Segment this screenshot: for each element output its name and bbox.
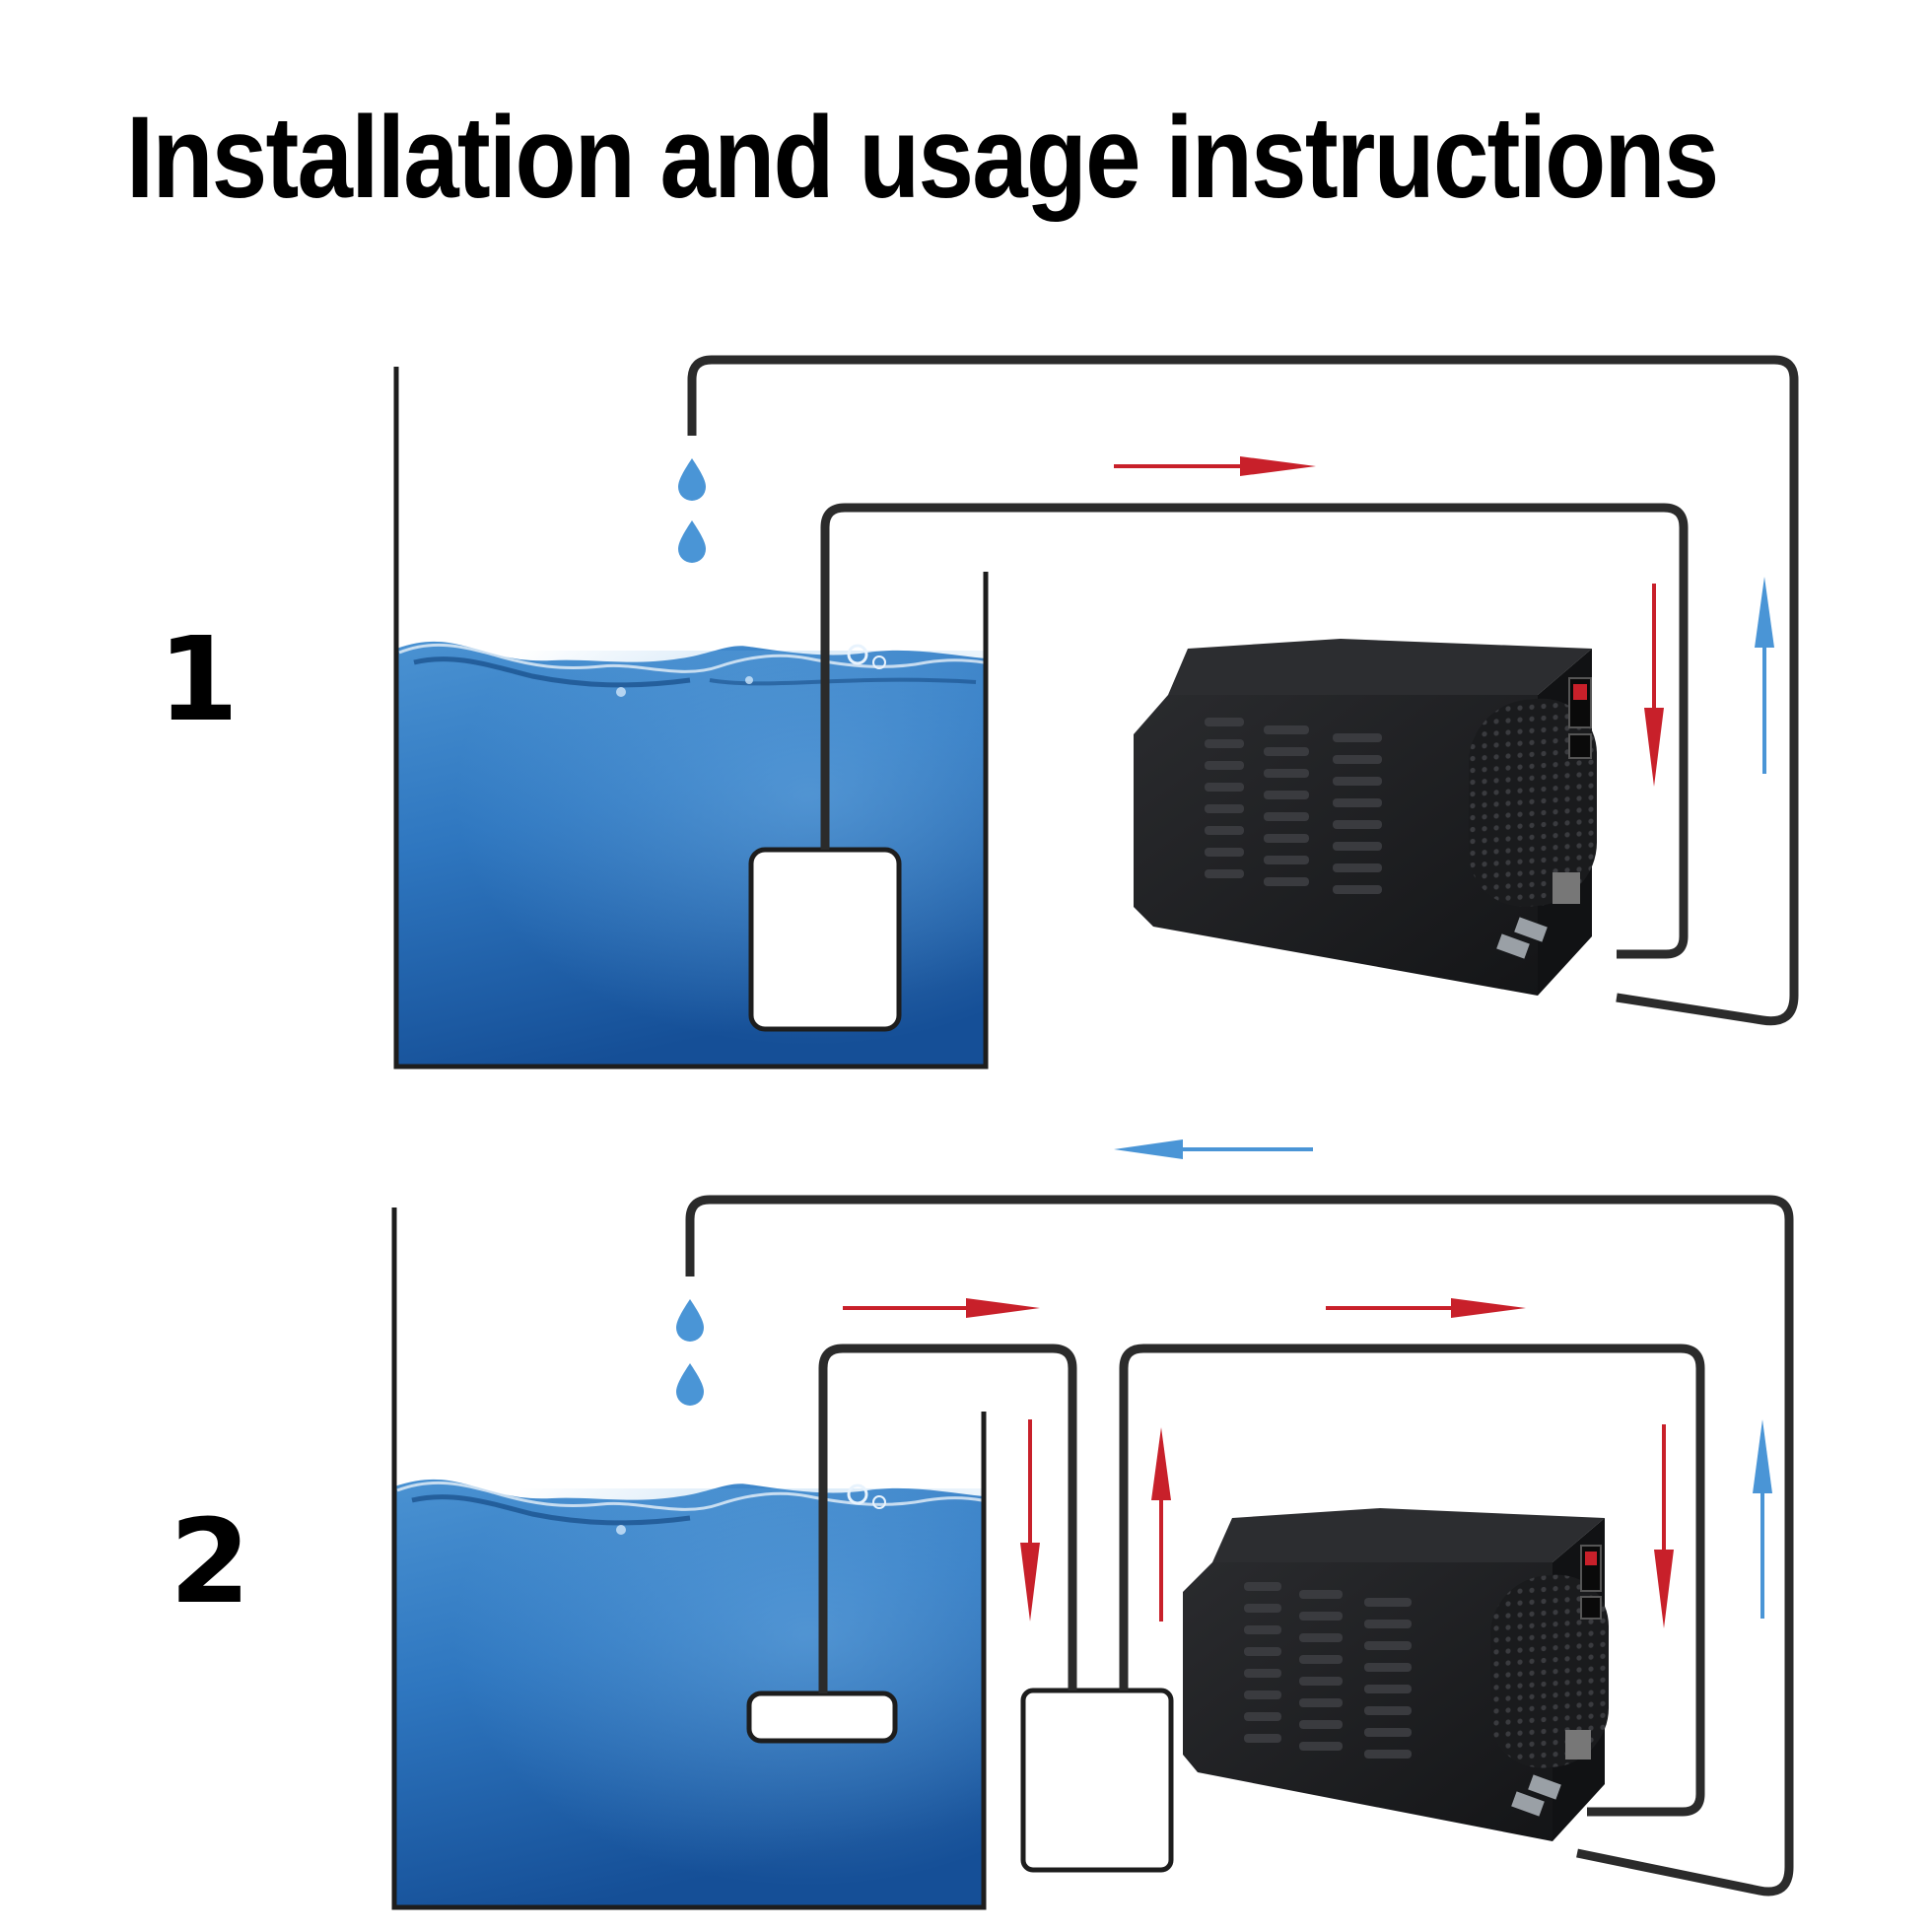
water-drop-icon [678,520,706,563]
pipe-chiller-to-tank [687,355,1799,1026]
page-title: Installation and usage instructions [126,93,1719,223]
arrow-down-icon [1020,1419,1040,1622]
pipe-pump-to-chiller [820,503,1689,959]
arrow-right-icon [1326,1298,1526,1318]
arrow-down-icon [1644,584,1664,787]
arrow-down-icon [1654,1424,1674,1628]
arrow-right-icon [1114,456,1316,476]
arrow-left-icon [1114,1139,1313,1159]
filter-icon [1020,1688,1174,1873]
step-2-diagram [391,1195,1794,1910]
pipe-pump-to-filter [818,1344,1077,1693]
step-number-1: 1 [158,611,240,747]
chiller-unit-icon [1183,1508,1609,1841]
step-1-diagram [393,355,1799,1070]
pipe-filter-to-chiller [1119,1344,1705,1817]
arrow-up-icon [1151,1427,1171,1622]
pump-icon [746,1690,898,1744]
arrow-up-icon [1755,577,1774,774]
water-drop-icon [676,1299,704,1342]
water-drop-icon [678,458,706,501]
pump-icon [748,847,902,1032]
arrow-up-icon [1753,1419,1772,1619]
arrow-right-icon [843,1298,1040,1318]
step-number-2: 2 [170,1493,251,1629]
water-drop-icon [676,1363,704,1406]
chiller-unit-icon [1134,639,1597,996]
pipe-chiller-to-tank-2 [685,1195,1794,1897]
